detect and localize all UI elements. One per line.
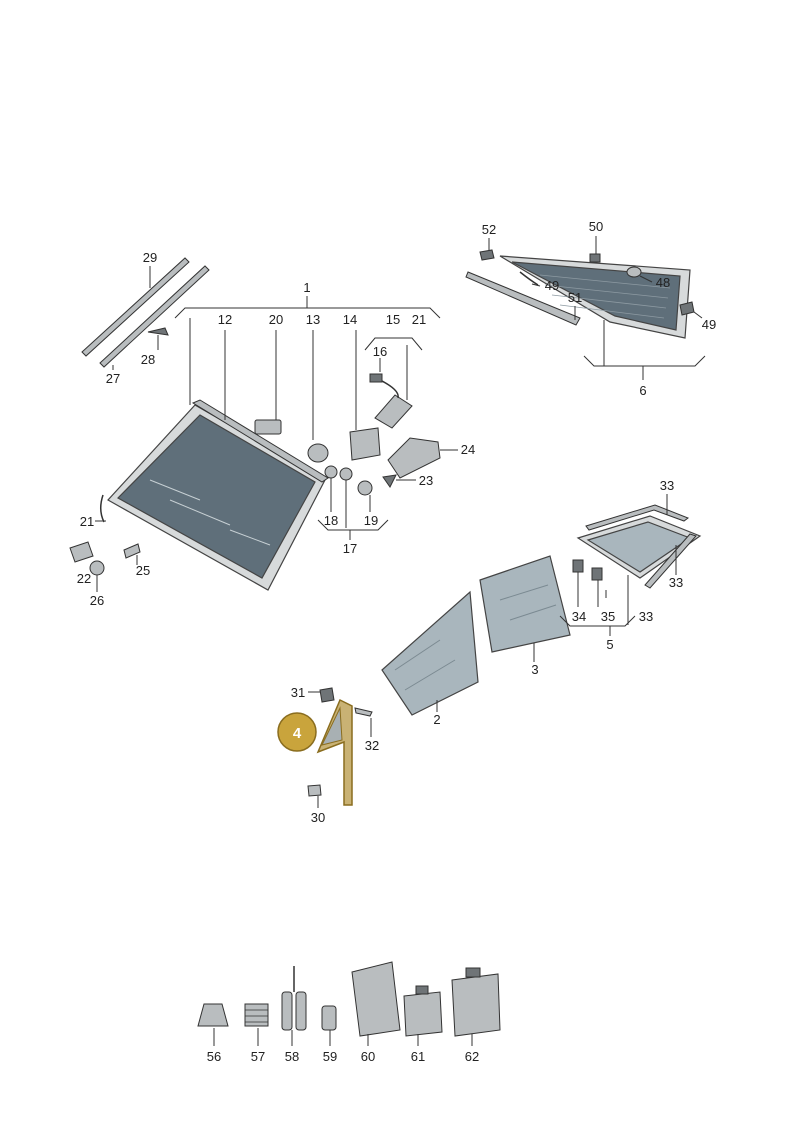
callout-28: 28 bbox=[141, 352, 155, 367]
windscreen-group bbox=[69, 296, 458, 592]
part-25[interactable] bbox=[123, 543, 141, 559]
callout-51: 51 bbox=[568, 290, 582, 305]
part-58a[interactable] bbox=[281, 991, 293, 1031]
part-19[interactable] bbox=[357, 480, 373, 496]
part-34[interactable] bbox=[572, 559, 584, 573]
callout-49-right: 49 bbox=[702, 317, 716, 332]
part-62-cap bbox=[465, 967, 481, 978]
callout-21-top: 21 bbox=[412, 312, 426, 327]
callout-23: 23 bbox=[419, 473, 433, 488]
callout-62: 62 bbox=[465, 1049, 479, 1064]
rear-window-group bbox=[465, 236, 706, 380]
callout-16: 16 bbox=[373, 344, 387, 359]
callout-57: 57 bbox=[251, 1049, 265, 1064]
part-23[interactable] bbox=[382, 474, 397, 488]
callout-labels: 1 2 3 5 6 12 13 14 15 16 17 18 19 20 21 … bbox=[77, 219, 716, 1064]
part-4-badge[interactable] bbox=[277, 712, 317, 752]
part-58b[interactable] bbox=[295, 991, 307, 1031]
callout-33-bottom: 33 bbox=[639, 609, 653, 624]
callout-18: 18 bbox=[324, 513, 338, 528]
callout-5: 5 bbox=[606, 637, 613, 652]
part-61-cap bbox=[415, 985, 429, 995]
part-30[interactable] bbox=[307, 784, 322, 797]
callout-15: 15 bbox=[386, 312, 400, 327]
part-22[interactable] bbox=[69, 541, 94, 563]
part-15[interactable] bbox=[374, 394, 413, 429]
callout-52: 52 bbox=[482, 222, 496, 237]
consumables-group bbox=[197, 961, 501, 1046]
part-48[interactable] bbox=[626, 266, 642, 278]
part-28[interactable] bbox=[147, 327, 169, 336]
part-18[interactable] bbox=[324, 465, 338, 479]
part-50[interactable] bbox=[589, 253, 601, 263]
part-35[interactable] bbox=[591, 567, 603, 581]
part-29[interactable] bbox=[81, 257, 190, 357]
part-52[interactable] bbox=[479, 249, 495, 261]
callout-21-left: 21 bbox=[80, 514, 94, 529]
part-51-strip[interactable] bbox=[465, 271, 581, 326]
part-60[interactable] bbox=[351, 961, 401, 1037]
part-24[interactable] bbox=[387, 437, 441, 479]
callout-35: 35 bbox=[601, 609, 615, 624]
part-33-side[interactable] bbox=[644, 533, 697, 589]
callout-33-top: 33 bbox=[660, 478, 674, 493]
side-windows-group bbox=[381, 494, 702, 716]
callout-24: 24 bbox=[461, 442, 475, 457]
callout-61: 61 bbox=[411, 1049, 425, 1064]
callout-60: 60 bbox=[361, 1049, 375, 1064]
callout-13: 13 bbox=[306, 312, 320, 327]
callout-33-right: 33 bbox=[669, 575, 683, 590]
part-13[interactable] bbox=[307, 443, 329, 463]
part-2-glass[interactable] bbox=[381, 590, 479, 716]
callout-27: 27 bbox=[106, 371, 120, 386]
part-3-glass[interactable] bbox=[479, 555, 571, 653]
part-62[interactable] bbox=[451, 973, 501, 1037]
callout-1: 1 bbox=[303, 280, 310, 295]
windscreen-glass[interactable] bbox=[117, 414, 316, 579]
part-4-badge-label: 4 bbox=[293, 725, 302, 742]
callout-6: 6 bbox=[639, 383, 646, 398]
callout-31: 31 bbox=[291, 685, 305, 700]
callout-26: 26 bbox=[90, 593, 104, 608]
callout-3: 3 bbox=[531, 662, 538, 677]
callout-25: 25 bbox=[136, 563, 150, 578]
part-27[interactable] bbox=[99, 265, 210, 368]
part-16[interactable] bbox=[369, 373, 383, 383]
part-18b[interactable] bbox=[339, 467, 353, 481]
part-57[interactable] bbox=[244, 1003, 269, 1027]
part-59[interactable] bbox=[321, 1005, 337, 1031]
callout-50: 50 bbox=[589, 219, 603, 234]
part-56[interactable] bbox=[197, 1003, 229, 1027]
callout-48: 48 bbox=[656, 275, 670, 290]
callout-58: 58 bbox=[285, 1049, 299, 1064]
part-33-top[interactable] bbox=[585, 504, 690, 531]
callout-17: 17 bbox=[343, 541, 357, 556]
part-4[interactable] bbox=[316, 698, 353, 806]
callout-19: 19 bbox=[364, 513, 378, 528]
callout-20: 20 bbox=[269, 312, 283, 327]
part-26[interactable] bbox=[89, 560, 105, 576]
callout-49-left: 49 bbox=[545, 278, 559, 293]
part-61[interactable] bbox=[403, 991, 443, 1037]
part-32[interactable] bbox=[354, 707, 373, 717]
callout-29: 29 bbox=[143, 250, 157, 265]
callout-14: 14 bbox=[343, 312, 357, 327]
roof-moulding-group bbox=[81, 257, 210, 370]
callout-2: 2 bbox=[433, 712, 440, 727]
callout-22: 22 bbox=[77, 571, 91, 586]
callout-59: 59 bbox=[323, 1049, 337, 1064]
callout-32: 32 bbox=[365, 738, 379, 753]
callout-30: 30 bbox=[311, 810, 325, 825]
callout-56: 56 bbox=[207, 1049, 221, 1064]
part-20[interactable] bbox=[254, 419, 282, 435]
callout-12: 12 bbox=[218, 312, 232, 327]
part-31[interactable] bbox=[319, 687, 335, 703]
part-4-group: 4 bbox=[277, 687, 373, 808]
part-14[interactable] bbox=[349, 427, 381, 461]
callout-34: 34 bbox=[572, 609, 586, 624]
